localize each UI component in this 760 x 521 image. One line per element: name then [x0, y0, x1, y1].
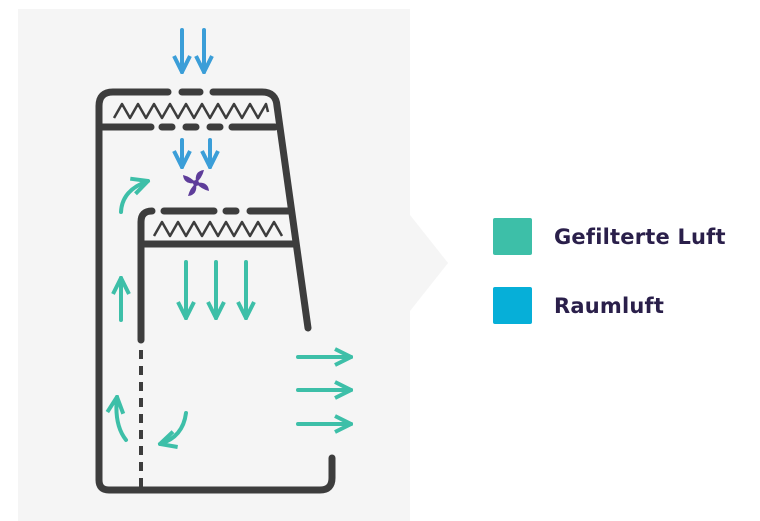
filtered-intake-arrows — [182, 138, 210, 169]
curved-arrow-icon — [160, 411, 188, 444]
room-air-swatch — [493, 287, 532, 324]
legend-item-filtered-air: Gefilterte Luft — [493, 218, 726, 255]
legend-label: Gefilterte Luft — [554, 224, 726, 249]
legend-label: Raumluft — [554, 293, 665, 318]
hepa-filter-icon — [152, 220, 284, 238]
filtered-air-swatch — [493, 218, 532, 255]
fan-icon — [183, 170, 209, 196]
cabinet-outline — [95, 88, 336, 494]
filtered-air-arrows — [116, 181, 353, 444]
hepa-filter-icon — [112, 102, 270, 120]
panel-pointer — [410, 215, 448, 311]
curved-arrow-icon — [116, 397, 128, 442]
room-air-intake-arrows — [182, 28, 204, 74]
legend-item-room-air: Raumluft — [493, 287, 664, 324]
curved-arrow-icon — [119, 181, 148, 214]
